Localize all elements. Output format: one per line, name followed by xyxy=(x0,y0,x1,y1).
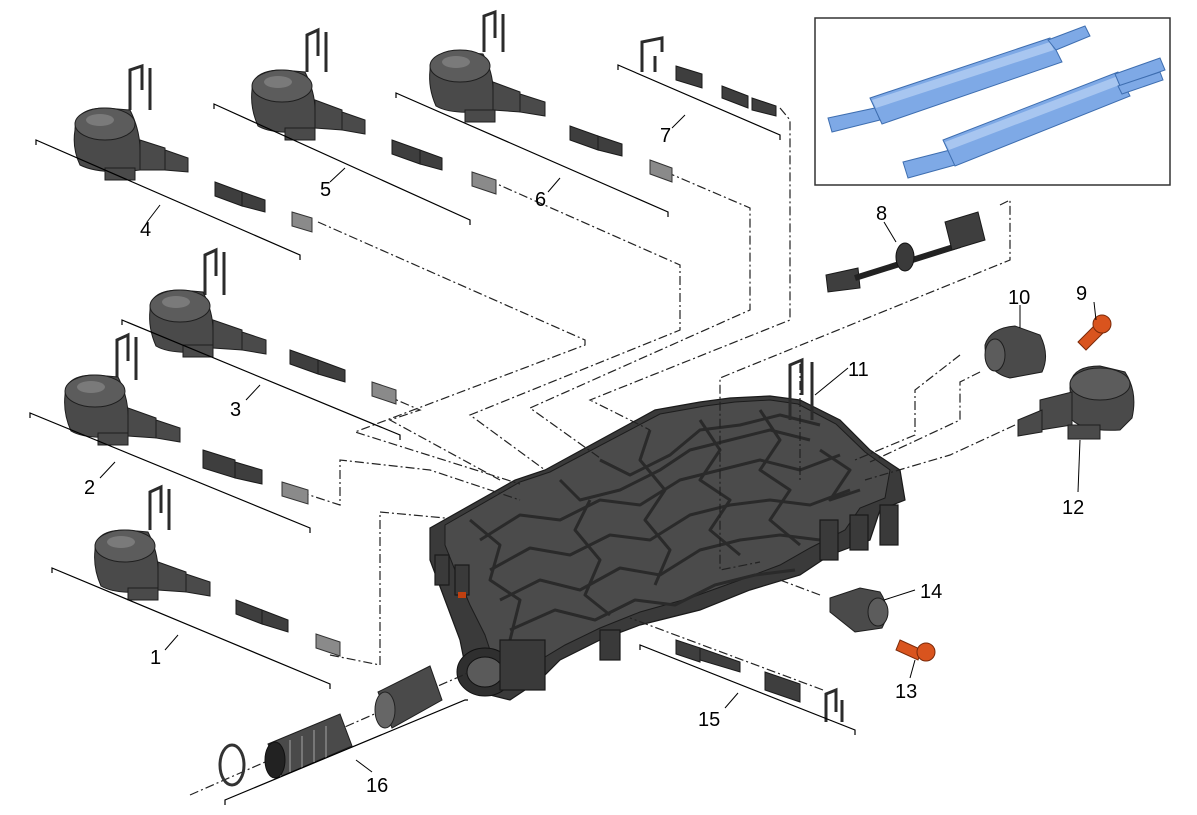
callout-10: 10 xyxy=(1008,287,1030,309)
valve-body-marker xyxy=(458,592,466,598)
callout-13: 13 xyxy=(895,681,917,703)
valve-body-bosses xyxy=(434,504,899,661)
solenoid-assembly-4 xyxy=(73,63,313,233)
callout-7: 7 xyxy=(660,125,671,147)
callout-3: 3 xyxy=(230,399,241,421)
callout-brackets xyxy=(29,64,856,805)
shaft-part-8 xyxy=(825,211,986,293)
valve-body xyxy=(429,395,906,701)
callout-12: 12 xyxy=(1062,497,1084,519)
assembly-lines xyxy=(189,107,1016,796)
bolt-part-13 xyxy=(895,639,936,662)
callout-4: 4 xyxy=(140,219,151,241)
callout-6: 6 xyxy=(535,189,546,211)
clip-part-11 xyxy=(788,357,814,420)
bolt-part-9 xyxy=(1077,314,1112,351)
valve-set-part-15 xyxy=(675,639,844,722)
callout-11: 11 xyxy=(848,359,869,381)
callout-9: 9 xyxy=(1076,283,1087,305)
callout-1: 1 xyxy=(150,647,161,669)
callout-5: 5 xyxy=(320,179,331,201)
solenoid-assembly-5 xyxy=(251,27,497,195)
solenoid-assembly-3 xyxy=(149,247,397,405)
solenoid-assembly-6 xyxy=(429,9,673,183)
solenoid-assembly-2 xyxy=(64,332,309,505)
sleeve-set-part-16 xyxy=(218,665,443,787)
callout-14: 14 xyxy=(920,581,942,603)
callout-2: 2 xyxy=(84,477,95,499)
valve-body-port xyxy=(456,639,546,697)
solenoid-part-12 xyxy=(1017,365,1135,440)
solenoid-assembly-1 xyxy=(94,484,341,657)
callout-leaders xyxy=(99,114,1097,773)
sensor-part-10 xyxy=(984,325,1046,379)
tool-upper xyxy=(827,25,1091,133)
callout-16: 16 xyxy=(366,775,388,797)
callout-numbers: 4 5 6 7 8 9 10 11 3 2 12 1 14 13 15 16 xyxy=(84,125,1087,797)
solenoid-assembly-7 xyxy=(640,36,777,117)
callout-8: 8 xyxy=(876,203,887,225)
sensor-part-14 xyxy=(829,587,889,633)
callout-15: 15 xyxy=(698,709,720,731)
valve-body-channels xyxy=(469,409,861,641)
tool-lower xyxy=(902,57,1166,179)
tool-inset xyxy=(814,17,1171,186)
